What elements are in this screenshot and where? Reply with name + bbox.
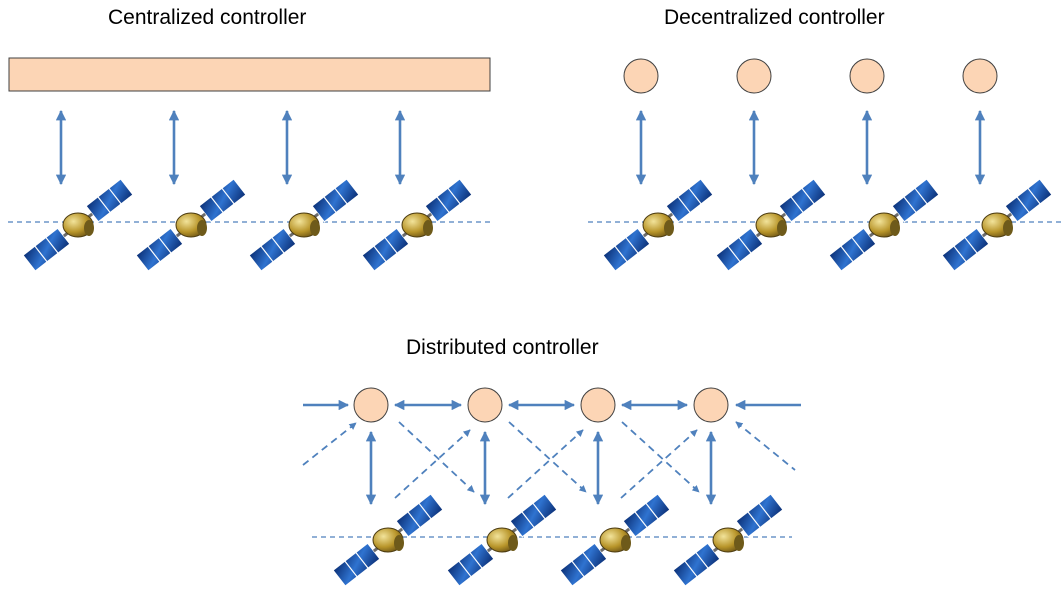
distrib-dash-sat3-to-4 [620,429,698,499]
satellite-icon [22,178,134,272]
controller-node-icon [693,387,729,423]
satellite-icon [135,178,247,272]
controller-node-icon [623,58,659,94]
controller-node-icon [353,387,389,423]
satellite-icon [941,178,1053,272]
decentralized-title: Decentralized controller [664,6,885,29]
distrib-dash-2-to-sat3 [508,421,587,493]
satellite-icon [446,493,558,587]
distrib-dash-sat1-to-2 [394,429,471,499]
distrib-dash-3-to-sat4 [621,421,700,493]
distributed-title: Distributed controller [406,336,599,359]
controller-node-icon [467,387,503,423]
central-controller-bar [8,57,491,92]
satellite-icon [602,178,714,272]
controller-node-icon [962,58,998,94]
distrib-dash-4-out [735,421,796,471]
satellite-icon [559,493,671,587]
centralized-title: Centralized controller [108,6,307,29]
central-links [55,109,406,186]
controller-node-icon [849,58,885,94]
satellite-icon [828,178,940,272]
satellite-icon [715,178,827,272]
satellite-icon [361,178,473,272]
satellite-icon [672,493,784,587]
distrib-dash-in-left [302,422,357,466]
satellite-icon [332,493,444,587]
controller-node-icon [736,58,772,94]
controller-node-icon [580,387,616,423]
distrib-dash-1-to-sat2 [398,421,475,493]
distrib-dash-sat2-to-3 [507,429,584,499]
satellite-icon [248,178,360,272]
